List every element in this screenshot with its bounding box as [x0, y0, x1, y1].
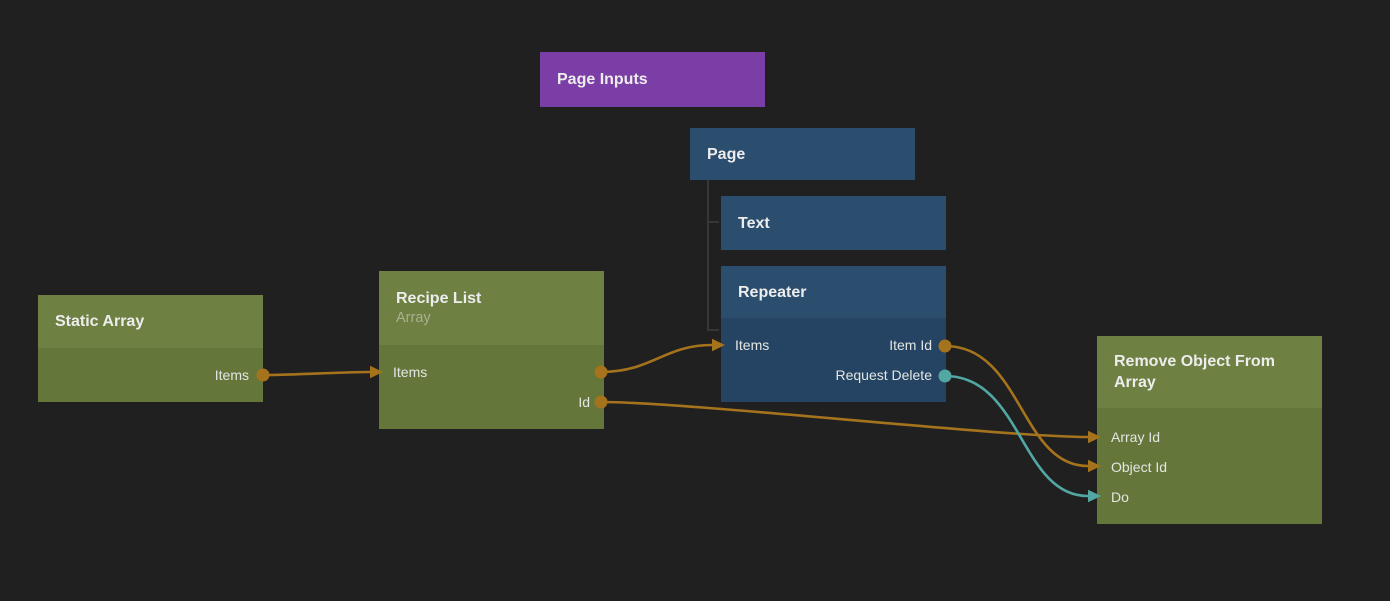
port-static-array-items-output[interactable]: Items [215, 367, 249, 383]
node-text[interactable]: Text [721, 196, 946, 250]
port-recipe-id-output[interactable]: Id [578, 394, 590, 410]
port-array-id-input[interactable]: Array Id [1111, 429, 1160, 445]
node-page[interactable]: Page [690, 128, 915, 180]
node-remove-object-from-array[interactable]: Remove Object From Array Array Id Object… [1097, 336, 1322, 524]
node-repeater[interactable]: Repeater Items Item Id Request Delete [721, 266, 946, 402]
node-header: Repeater [721, 266, 946, 318]
node-recipe-list[interactable]: Recipe List Array Items Id [379, 271, 604, 429]
port-recipe-items[interactable]: Items [393, 364, 427, 380]
port-row: Do [1097, 482, 1322, 512]
wire-recipe-id-to-array-id[interactable] [601, 402, 1088, 437]
wire-static-items-to-recipe-items[interactable] [263, 372, 370, 375]
node-ports: Items Item Id Request Delete [721, 318, 946, 402]
port-row: Array Id [1097, 422, 1322, 452]
node-title: Repeater [738, 282, 916, 303]
node-subtitle: Array [396, 309, 587, 328]
port-repeater-request-delete-output[interactable]: Request Delete [835, 367, 932, 383]
port-repeater-items-input[interactable]: Items [735, 337, 769, 353]
node-title: Recipe List [396, 288, 574, 309]
tree-connector-page-children [708, 180, 719, 330]
node-ports: Items [38, 348, 263, 402]
port-repeater-item-id-output[interactable]: Item Id [889, 337, 932, 353]
port-row: Items Item Id [721, 330, 946, 360]
port-row: Items [38, 360, 263, 390]
port-row: Object Id [1097, 452, 1322, 482]
port-object-id-input[interactable]: Object Id [1111, 459, 1167, 475]
node-static-array[interactable]: Static Array Items [38, 295, 263, 402]
node-header: Page [690, 128, 915, 180]
node-header: Page Inputs [540, 52, 765, 107]
node-page-inputs[interactable]: Page Inputs [540, 52, 765, 107]
node-header: Text [721, 196, 946, 250]
node-header: Static Array [38, 295, 263, 348]
node-header: Remove Object From Array [1097, 336, 1322, 408]
node-header: Recipe List Array [379, 271, 604, 345]
node-title: Page Inputs [557, 69, 735, 90]
port-row: Id [379, 387, 604, 417]
node-title: Static Array [55, 311, 233, 332]
port-do-input[interactable]: Do [1111, 489, 1129, 505]
wire-recipe-items-to-repeater-items[interactable] [601, 345, 712, 372]
node-title: Text [738, 213, 916, 234]
port-row: Items [379, 357, 604, 387]
wire-item-id-to-object-id[interactable] [945, 346, 1088, 466]
node-ports: Array Id Object Id Do [1097, 408, 1322, 524]
node-ports: Items Id [379, 345, 604, 429]
node-title: Remove Object From Array [1114, 351, 1292, 393]
port-row: Request Delete [721, 360, 946, 390]
node-title: Page [707, 144, 885, 165]
